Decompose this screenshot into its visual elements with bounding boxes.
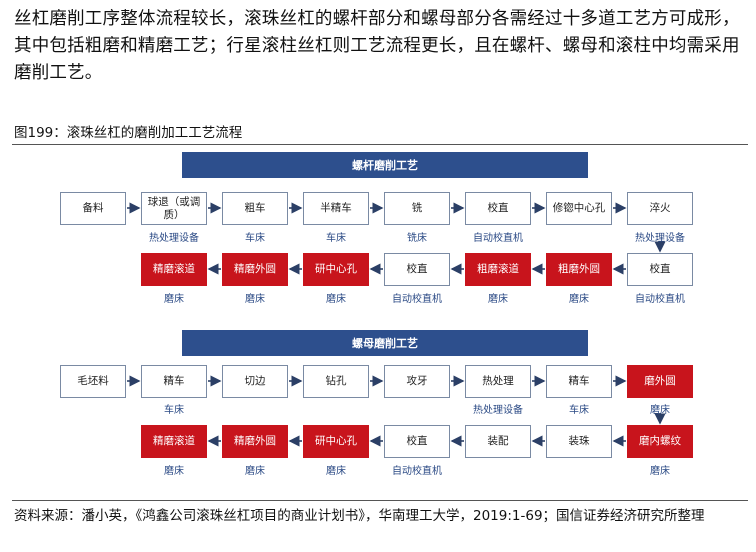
- screw-section-banner: 螺杆磨削工艺: [182, 152, 588, 178]
- nut-step-11: 装配: [465, 425, 531, 458]
- figure-top-rule: [12, 144, 748, 145]
- screw-step-3-equipment: 车床: [245, 233, 265, 244]
- screw-step-13: 研中心孔: [303, 253, 369, 286]
- screw-step-4: 半精车: [303, 192, 369, 225]
- intro-paragraph: 丝杠磨削工序整体流程较长，滚珠丝杠的螺杆部分和螺母部分各需经过十多道工艺方可成形…: [14, 9, 740, 83]
- nut-step-4: 钻孔: [303, 365, 369, 398]
- screw-step-15: 精磨滚道: [141, 253, 207, 286]
- nut-step-8: 磨外圆: [627, 365, 693, 398]
- nut-step-2: 精车: [141, 365, 207, 398]
- screw-step-12: 校直: [384, 253, 450, 286]
- nut-step-12-equipment: 自动校直机: [392, 466, 442, 477]
- nut-step-5: 攻牙: [384, 365, 450, 398]
- screw-step-4-equipment: 车床: [326, 233, 346, 244]
- screw-step-13-equipment: 磨床: [326, 294, 346, 305]
- screw-step-10: 粗磨外圆: [546, 253, 612, 286]
- screw-step-6: 校直: [465, 192, 531, 225]
- nut-step-10: 装珠: [546, 425, 612, 458]
- screw-step-12-equipment: 自动校直机: [392, 294, 442, 305]
- nut-step-7: 精车: [546, 365, 612, 398]
- nut-step-9: 磨内螺纹: [627, 425, 693, 458]
- nut-step-15: 精磨滚道: [141, 425, 207, 458]
- figure-bottom-rule: [12, 500, 748, 501]
- screw-step-14-equipment: 磨床: [245, 294, 265, 305]
- source-note: 资料来源：潘小英，《鸿鑫公司滚珠丝杠项目的商业计划书》，华南理工大学，2019:…: [14, 508, 705, 524]
- screw-step-9: 校直: [627, 253, 693, 286]
- screw-step-5-equipment: 铣床: [407, 233, 427, 244]
- screw-step-3: 粗车: [222, 192, 288, 225]
- nut-step-6-equipment: 热处理设备: [473, 405, 523, 416]
- screw-step-6-equipment: 自动校直机: [473, 233, 523, 244]
- nut-step-15-equipment: 磨床: [164, 466, 184, 477]
- nut-step-12: 校直: [384, 425, 450, 458]
- screw-step-10-equipment: 磨床: [569, 294, 589, 305]
- screw-step-9-equipment: 自动校直机: [635, 294, 685, 305]
- screw-step-2-equipment: 热处理设备: [149, 233, 199, 244]
- screw-step-11-equipment: 磨床: [488, 294, 508, 305]
- screw-step-11: 粗磨滚道: [465, 253, 531, 286]
- nut-step-7-equipment: 车床: [569, 405, 589, 416]
- screw-step-7: 修锪中心孔: [546, 192, 612, 225]
- nut-step-14: 精磨外圆: [222, 425, 288, 458]
- figure-title: 图199：滚珠丝杠的磨削加工工艺流程: [14, 125, 243, 141]
- nut-step-8-equipment: 磨床: [650, 405, 670, 416]
- nut-step-13-equipment: 磨床: [326, 466, 346, 477]
- nut-step-6: 热处理: [465, 365, 531, 398]
- screw-step-1: 备料: [60, 192, 126, 225]
- nut-step-14-equipment: 磨床: [245, 466, 265, 477]
- nut-step-13: 研中心孔: [303, 425, 369, 458]
- nut-step-9-equipment: 磨床: [650, 466, 670, 477]
- nut-step-3: 切边: [222, 365, 288, 398]
- nut-step-2-equipment: 车床: [164, 405, 184, 416]
- screw-step-15-equipment: 磨床: [164, 294, 184, 305]
- screw-step-14: 精磨外圆: [222, 253, 288, 286]
- screw-step-8-equipment: 热处理设备: [635, 233, 685, 244]
- screw-step-8: 淬火: [627, 192, 693, 225]
- nut-step-1: 毛坯料: [60, 365, 126, 398]
- nut-section-banner: 螺母磨削工艺: [182, 330, 588, 356]
- screw-step-5: 铣: [384, 192, 450, 225]
- screw-step-2: 球退（或调质）: [141, 192, 207, 225]
